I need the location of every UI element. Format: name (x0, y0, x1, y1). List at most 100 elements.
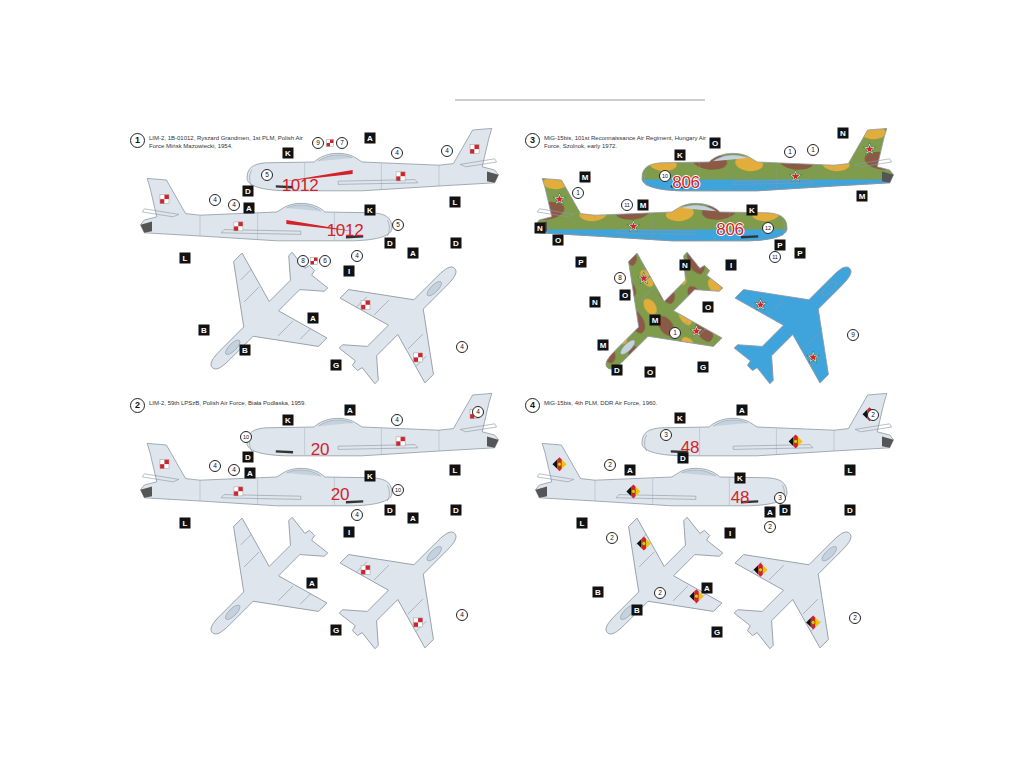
colour-callout: P (576, 257, 587, 268)
colour-callout: D (451, 505, 462, 516)
colour-callout: M (598, 340, 609, 351)
polish-checker (414, 353, 423, 362)
colour-callout: A (408, 248, 419, 259)
colour-callout: A (625, 465, 636, 476)
polish-checker (396, 172, 405, 181)
colour-callout: I (725, 528, 736, 539)
plan-view (708, 226, 893, 411)
plan-view (170, 226, 355, 411)
decal-number: 4 (472, 406, 484, 418)
hungarian-star (863, 142, 876, 155)
decal-number: 4 (228, 464, 240, 476)
colour-callout: B (240, 345, 251, 356)
polish-checker (311, 258, 318, 265)
polish-checker (470, 145, 479, 154)
decal-number: 4 (351, 250, 363, 262)
colour-callout: K (675, 413, 686, 424)
colour-callout: K (747, 205, 758, 216)
decal-number: 2 (654, 587, 666, 599)
decal-number: 2 (764, 521, 776, 533)
colour-callout: A (702, 583, 713, 594)
colour-callout: D (845, 505, 856, 516)
colour-callout: A (345, 405, 356, 416)
decal-number: 4 (456, 341, 468, 353)
polish-checker (327, 140, 334, 147)
polish-checker (361, 565, 370, 574)
decal-number: 4 (209, 194, 221, 206)
plan-view (565, 491, 750, 676)
decal-number: 2 (867, 409, 879, 421)
decal-number: 4 (351, 509, 363, 521)
header-rule (455, 100, 705, 101)
colour-callout: M (638, 200, 649, 211)
colour-callout: A (765, 507, 776, 518)
colour-callout: K (365, 205, 376, 216)
colour-callout: A (408, 513, 419, 524)
decal-number: 8 (297, 255, 309, 267)
colour-callout: O (620, 290, 631, 301)
colour-callout: D (385, 505, 396, 516)
decal-number: 6 (319, 255, 331, 267)
decal-number: 12 (762, 222, 774, 234)
colour-callout: K (283, 148, 294, 159)
aircraft-number: 1012 (327, 222, 364, 240)
side-view (642, 393, 894, 455)
polish-checker (234, 487, 243, 496)
side-view (535, 443, 787, 505)
colour-callout: G (331, 625, 342, 636)
polish-checker (160, 195, 169, 204)
colour-callout: M (650, 315, 661, 326)
colour-callout: N (838, 128, 849, 139)
decal-number: 2 (604, 459, 616, 471)
aircraft-number: 1012 (282, 177, 319, 195)
panel-heading: 4 MiG-15bis, 4th PLM, DDR Air Force, 1960… (525, 398, 712, 413)
polish-checker (414, 618, 423, 627)
hungarian-star (690, 324, 703, 337)
panel-number: 2 (130, 398, 145, 413)
colour-callout: O (645, 367, 656, 378)
ddr-roundel (754, 563, 768, 577)
colour-callout: O (703, 302, 714, 313)
side-view (140, 443, 392, 505)
colour-callout: A (365, 133, 376, 144)
panel-caption: MiG-15bis, 4th PLM, DDR Air Force, 1960. (544, 398, 712, 407)
decal-number: 1 (572, 187, 584, 199)
decal-number: 1 (807, 144, 819, 156)
colour-callout: A (245, 468, 256, 479)
ddr-roundel (806, 615, 820, 629)
panel-number: 1 (130, 133, 145, 148)
colour-callout: A (307, 578, 318, 589)
aircraft-number: 806 (672, 174, 699, 192)
ddr-roundel (626, 484, 640, 498)
decal-number: 4 (391, 414, 403, 426)
colour-callout: K (735, 473, 746, 484)
plan-view (313, 226, 498, 411)
colour-callout: P (775, 240, 786, 251)
panel-caption: MiG-15bis, 101st Reconnaissance Air Regi… (544, 133, 712, 150)
colour-callout: D (612, 365, 623, 376)
ddr-roundel (552, 457, 566, 471)
colour-callout: O (553, 235, 564, 246)
side-view (140, 178, 392, 240)
colour-callout: P (795, 248, 806, 259)
colour-callout: A (737, 405, 748, 416)
aircraft-number: 20 (331, 486, 349, 504)
decal-number: 1 (669, 327, 681, 339)
colour-callout: I (344, 527, 355, 538)
panel-heading: 3MiG-15bis, 101st Reconnaissance Air Reg… (525, 133, 712, 150)
decal-number: 2 (849, 612, 861, 624)
colour-callout: L (845, 465, 856, 476)
colour-callout: L (450, 197, 461, 208)
decal-number: 4 (209, 460, 221, 472)
polish-checker (160, 460, 169, 469)
colour-callout: N (535, 223, 546, 234)
decal-number: 11 (621, 199, 633, 211)
hungarian-star (627, 219, 640, 232)
colour-callout: K (365, 471, 376, 482)
decal-number: 4 (228, 199, 240, 211)
colour-callout: D (451, 238, 462, 249)
side-view (535, 178, 787, 240)
panel-number: 4 (525, 398, 540, 413)
decal-number: 11 (769, 251, 781, 263)
